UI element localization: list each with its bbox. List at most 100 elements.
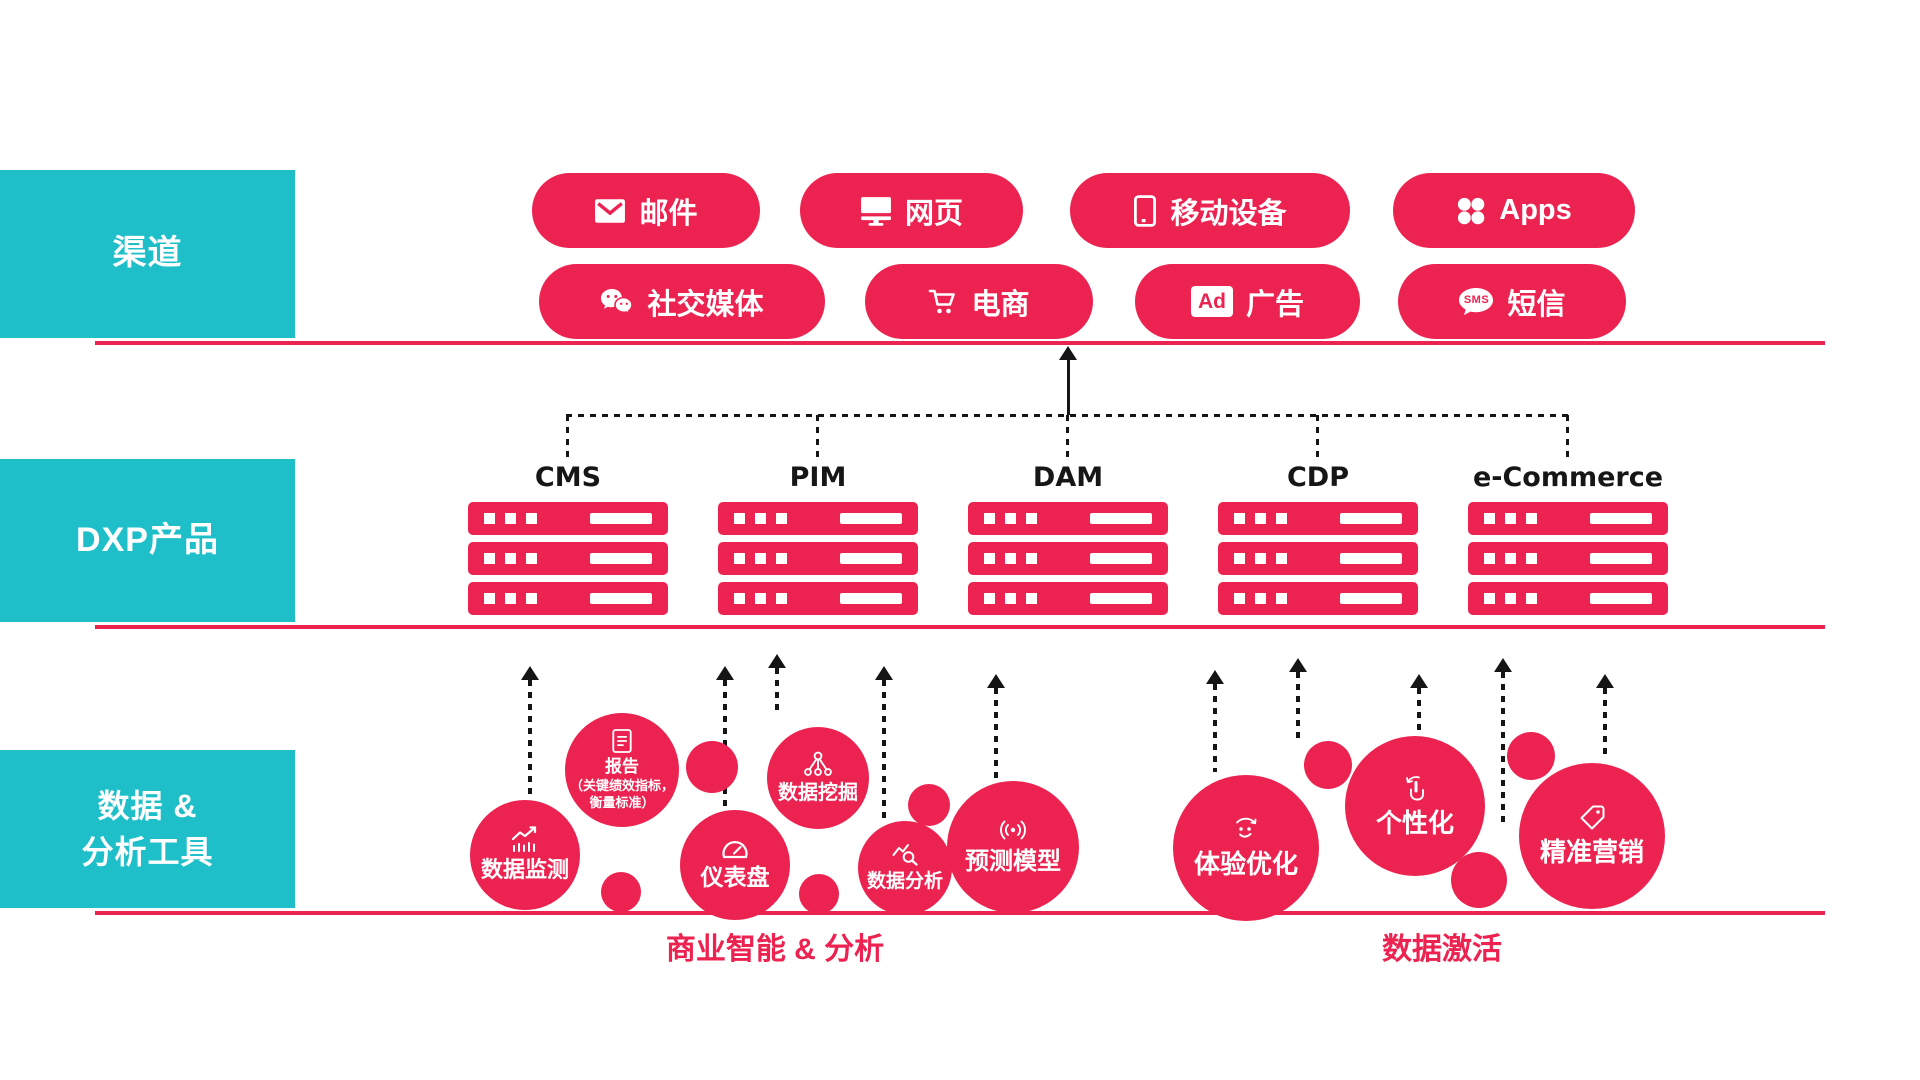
server-unit xyxy=(468,582,668,615)
tool-circle-personalization[interactable]: 个性化 xyxy=(1345,736,1485,876)
channel-pill-label: 短信 xyxy=(1507,288,1566,321)
tool-circle-sub2: 衡量标准） xyxy=(589,794,655,810)
tool-circle-label: 精准营销 xyxy=(1539,836,1644,867)
tool-circle-experience-optimization[interactable]: 体验优化 xyxy=(1173,775,1319,921)
sms-icon-text: SMS xyxy=(1463,293,1490,306)
product-dam[interactable]: DAM xyxy=(968,462,1168,622)
dashed-arrow-up xyxy=(716,666,734,806)
arrow-line xyxy=(1066,360,1070,415)
layer-products-label: DXP产品 xyxy=(76,520,219,559)
sms-icon: SMS xyxy=(1458,287,1494,317)
tap-hand-icon xyxy=(1400,773,1430,803)
product-ecommerce[interactable]: e-Commerce xyxy=(1468,462,1668,622)
channel-pill-label: 社交媒体 xyxy=(647,288,764,321)
channel-pill-mobile[interactable]: 移动设备 xyxy=(1070,173,1350,248)
tool-circle-dashboard[interactable]: 仪表盘 xyxy=(680,810,790,920)
dashed-arrow-up xyxy=(1410,674,1428,733)
divider-products xyxy=(95,625,1825,629)
channel-pill-label: 邮件 xyxy=(639,197,698,230)
connector-stub-cms xyxy=(566,415,569,459)
bubble xyxy=(1304,741,1352,789)
server-unit xyxy=(1468,582,1668,615)
price-tag-icon xyxy=(1578,804,1606,832)
ad-icon: Ad xyxy=(1190,286,1233,317)
connector-stub-cdp xyxy=(1316,415,1319,459)
product-cms[interactable]: CMS xyxy=(468,462,668,622)
search-chart-icon xyxy=(892,842,918,866)
apps-icon xyxy=(1456,196,1486,226)
channel-pill-social-media[interactable]: 社交媒体 xyxy=(539,264,825,339)
tool-circle-data-analysis[interactable]: 数据分析 xyxy=(858,821,952,915)
server-unit xyxy=(968,502,1168,535)
server-unit xyxy=(468,502,668,535)
channel-pill-label: Apps xyxy=(1499,194,1572,226)
tool-circle-label: 数据监测 xyxy=(480,857,569,883)
tool-circle-label: 预测模型 xyxy=(965,848,1061,875)
tool-circle-report[interactable]: 报告 （关键绩效指标， 衡量标准） xyxy=(565,713,679,827)
arrow-up-to-channels xyxy=(1059,346,1077,415)
product-name: PIM xyxy=(789,462,847,493)
server-unit xyxy=(1468,502,1668,535)
dashed-arrow-up xyxy=(1494,658,1512,828)
channel-pill-label: 广告 xyxy=(1245,288,1304,321)
layer-channels-label: 渠道 xyxy=(112,234,183,273)
server-unit xyxy=(1218,582,1418,615)
tool-circle-label: 数据分析 xyxy=(866,871,943,893)
product-cdp[interactable]: CDP xyxy=(1218,462,1418,622)
channel-pill-label: 移动设备 xyxy=(1170,197,1287,230)
tool-circle-data-mining[interactable]: 数据挖掘 xyxy=(767,727,869,829)
caption-data-activation: 数据激活 xyxy=(1382,933,1502,966)
channel-pill-ecommerce[interactable]: 电商 xyxy=(865,264,1093,339)
channel-pill-ads[interactable]: Ad 广告 xyxy=(1135,264,1360,339)
layer-data-tools-label-line2: 分析工具 xyxy=(81,834,214,870)
product-name: e-Commerce xyxy=(1472,462,1664,493)
server-unit xyxy=(718,582,918,615)
server-unit xyxy=(718,502,918,535)
connector-stub-ecommerce xyxy=(1566,415,1569,459)
dashed-arrow-up xyxy=(768,654,786,710)
dashed-arrow-up xyxy=(521,666,539,800)
channel-pill-email[interactable]: 邮件 xyxy=(532,173,760,248)
tool-circle-forecast-model[interactable]: 预测模型 xyxy=(947,781,1079,913)
arrowhead xyxy=(1059,346,1077,360)
monitoring-chart-icon xyxy=(511,826,539,853)
channel-pill-sms[interactable]: SMS 短信 xyxy=(1398,264,1626,339)
connector-stub-dam xyxy=(1066,415,1069,459)
wechat-icon xyxy=(600,287,634,317)
signal-waves-icon xyxy=(998,817,1028,843)
server-unit xyxy=(1218,502,1418,535)
channel-pill-web[interactable]: 网页 xyxy=(800,173,1023,248)
server-unit xyxy=(718,542,918,575)
layer-box-channels: 渠道 xyxy=(0,170,295,338)
tool-circle-label: 报告 xyxy=(605,757,639,777)
layer-box-data-tools: 数据 & 分析工具 xyxy=(0,750,295,908)
server-unit xyxy=(968,542,1168,575)
tool-circle-sub1: （关键绩效指标， xyxy=(569,777,674,793)
dashed-arrow-up xyxy=(875,666,893,818)
tool-circle-label: 个性化 xyxy=(1375,807,1454,838)
tool-circle-label: 数据挖掘 xyxy=(778,781,858,804)
server-unit xyxy=(1218,542,1418,575)
tool-circle-label: 仪表盘 xyxy=(700,863,770,890)
tool-circle-data-monitoring[interactable]: 数据监测 xyxy=(470,800,580,910)
product-name: CDP xyxy=(1286,462,1349,493)
divider-channels xyxy=(95,341,1825,345)
layer-data-tools-label-line1: 数据 & xyxy=(97,787,198,824)
layer-box-dxp-products: DXP产品 xyxy=(0,459,295,622)
channel-pill-apps[interactable]: Apps xyxy=(1393,173,1635,248)
dashed-arrow-up xyxy=(987,674,1005,778)
channel-pill-label: 电商 xyxy=(971,288,1030,321)
product-name: DAM xyxy=(1032,462,1104,493)
bubble xyxy=(601,872,641,912)
bubble xyxy=(908,784,950,826)
product-name: CMS xyxy=(534,462,602,493)
email-icon xyxy=(594,198,626,224)
bubble xyxy=(1507,732,1555,780)
divider-data-tools xyxy=(95,911,1825,915)
bubble xyxy=(1451,852,1507,908)
mobile-icon xyxy=(1133,194,1157,227)
dashed-arrow-up xyxy=(1206,670,1224,772)
tool-circle-precision-marketing[interactable]: 精准营销 xyxy=(1519,763,1665,909)
product-pim[interactable]: PIM xyxy=(718,462,918,622)
